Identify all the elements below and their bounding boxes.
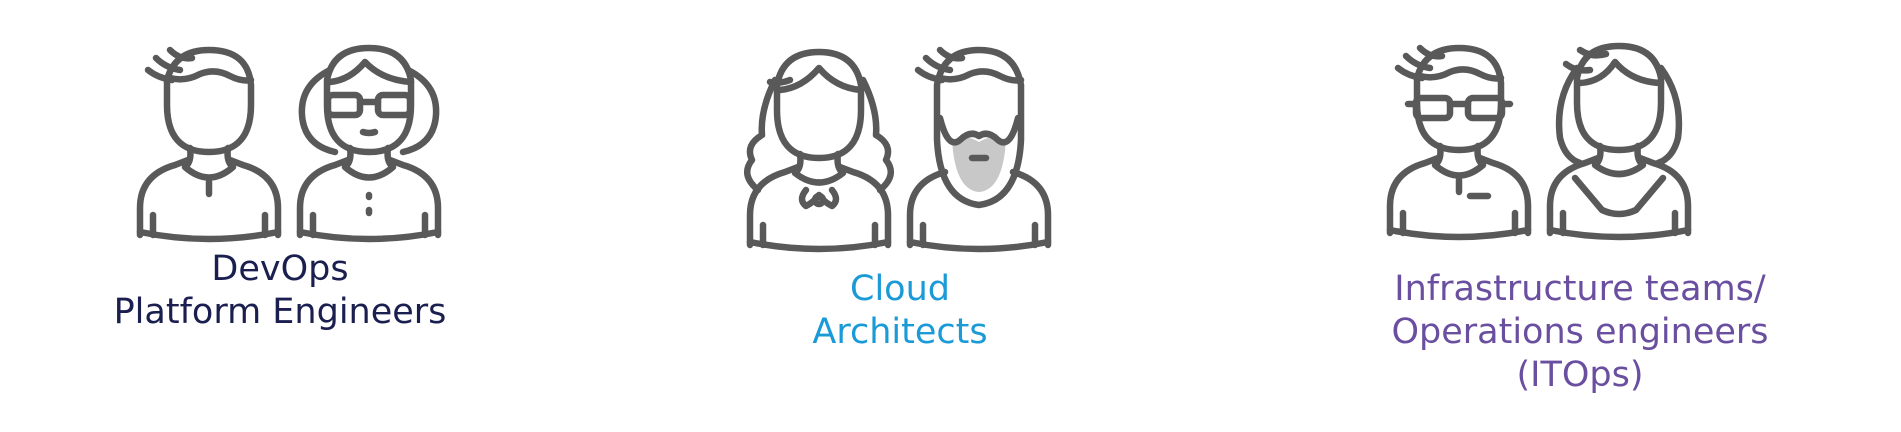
man-user-icon [136, 46, 282, 243]
bearded-man-user-icon [906, 46, 1052, 253]
man-with-glasses-user-icon [1386, 44, 1532, 241]
woman-long-hair-user-icon [1546, 42, 1692, 241]
woman-with-glasses-user-icon [296, 44, 442, 243]
icon-pair-itops [1380, 38, 1700, 248]
icon-pair-devops [130, 40, 450, 250]
label-cloud: Cloud Architects [700, 268, 1100, 354]
label-devops: DevOps Platform Engineers [80, 248, 480, 334]
icon-pair-cloud [740, 40, 1060, 260]
label-itops: Infrastructure teams/ Operations enginee… [1340, 268, 1820, 397]
label-cloud-line-2: Architects [812, 312, 988, 352]
woman-user-icon [743, 48, 895, 253]
label-cloud-line-1: Cloud [850, 269, 950, 309]
label-devops-line-1: DevOps [211, 249, 349, 289]
persona-group-itops: Infrastructure teams/ Operations enginee… [1280, 0, 1880, 432]
label-itops-line-2: Operations engineers [1391, 312, 1769, 352]
persona-group-devops: DevOps Platform Engineers [0, 0, 560, 432]
label-devops-line-2: Platform Engineers [113, 292, 447, 332]
persona-group-cloud: Cloud Architects [600, 0, 1200, 432]
label-itops-line-1: Infrastructure teams/ [1394, 269, 1766, 309]
label-itops-line-3: (ITOps) [1516, 355, 1644, 395]
